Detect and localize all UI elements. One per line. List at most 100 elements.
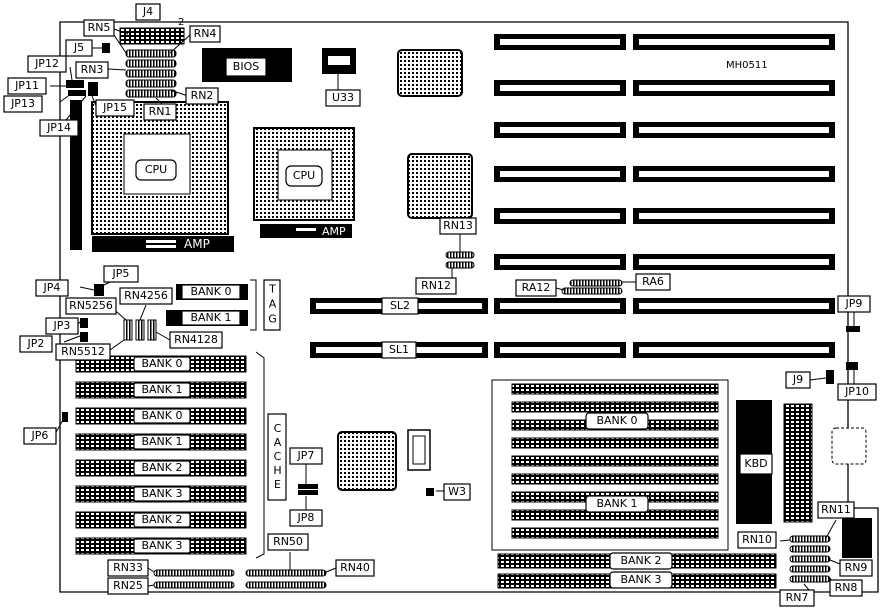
label-bios: BIOS bbox=[225, 57, 267, 77]
svg-text:KBD: KBD bbox=[744, 457, 767, 470]
svg-text:SL1: SL1 bbox=[389, 343, 409, 356]
svg-text:JP9: JP9 bbox=[845, 297, 863, 310]
svg-text:BANK 0: BANK 0 bbox=[596, 414, 637, 427]
qfp-chip-lower bbox=[337, 431, 397, 491]
svg-text:RN25: RN25 bbox=[113, 579, 143, 592]
svg-text:RN10: RN10 bbox=[742, 533, 772, 546]
svg-text:W3: W3 bbox=[448, 485, 466, 498]
svg-text:RN4: RN4 bbox=[194, 27, 217, 40]
svg-text:U33: U33 bbox=[332, 91, 354, 104]
svg-text:BANK 2: BANK 2 bbox=[141, 513, 182, 526]
svg-text:BANK 1: BANK 1 bbox=[141, 435, 182, 448]
qfp-chip-mid bbox=[407, 153, 473, 219]
label-rn3: RN3 bbox=[75, 61, 109, 79]
svg-text:JP2: JP2 bbox=[27, 337, 45, 350]
u33-module bbox=[322, 48, 356, 74]
label-jp8: JP8 bbox=[289, 509, 323, 527]
label-amp-1: AMP bbox=[184, 237, 210, 251]
label-jp7: JP7 bbox=[289, 447, 323, 465]
label-rn8: RN8 bbox=[829, 579, 863, 597]
svg-text:JP12: JP12 bbox=[34, 57, 59, 70]
label-jp6: JP6 bbox=[23, 427, 57, 445]
label-cache-bank0a: BANK 0 bbox=[133, 356, 191, 372]
svg-text:RN40: RN40 bbox=[340, 561, 370, 574]
label-rn1: RN1 bbox=[143, 103, 177, 121]
jumper-blocks-mid-left bbox=[62, 284, 157, 422]
label-rn5512: RN5512 bbox=[55, 343, 111, 361]
board-id: MH0511 bbox=[726, 60, 768, 71]
label-cpu-2: CPU bbox=[285, 165, 323, 187]
svg-text:RN1: RN1 bbox=[149, 105, 172, 118]
qfp-chip-top bbox=[397, 49, 463, 97]
rn13-rn12-packs bbox=[445, 251, 475, 269]
label-rn7: RN7 bbox=[779, 589, 815, 607]
label-cache-bank2b: BANK 2 bbox=[133, 512, 191, 528]
svg-text:BANK 3: BANK 3 bbox=[141, 539, 182, 552]
expansion-slots bbox=[310, 34, 835, 358]
label-jp5: JP5 bbox=[103, 265, 139, 283]
svg-text:RN13: RN13 bbox=[443, 219, 473, 232]
svg-text:JP7: JP7 bbox=[297, 449, 315, 462]
svg-text:BANK 0: BANK 0 bbox=[190, 285, 231, 298]
label-jp3: JP3 bbox=[45, 317, 79, 335]
jumper-blocks-right bbox=[826, 326, 860, 384]
svg-text:RN12: RN12 bbox=[421, 279, 451, 292]
svg-text:RN5512: RN5512 bbox=[61, 345, 105, 358]
svg-text:JP4: JP4 bbox=[43, 281, 61, 294]
svg-text:RN9: RN9 bbox=[845, 561, 868, 574]
label-rn4128: RN4128 bbox=[169, 331, 223, 349]
label-jp15: JP15 bbox=[95, 99, 135, 117]
label-jp4: JP4 bbox=[35, 279, 69, 297]
svg-text:BIOS: BIOS bbox=[233, 60, 259, 73]
label-jp12: JP12 bbox=[27, 55, 67, 73]
oscillator bbox=[407, 429, 431, 471]
label-kbd: KBD bbox=[739, 453, 773, 475]
label-cache: CACHE bbox=[267, 413, 287, 501]
label-amp-2: AMP bbox=[322, 225, 346, 238]
label-sl2: SL2 bbox=[381, 297, 419, 315]
svg-text:BANK 2: BANK 2 bbox=[141, 461, 182, 474]
label-j9: J9 bbox=[785, 371, 811, 389]
j4-pin-number: 2 bbox=[178, 17, 184, 28]
label-rn40: RN40 bbox=[335, 559, 375, 577]
svg-text:JP5: JP5 bbox=[112, 267, 130, 280]
svg-text:RN8: RN8 bbox=[835, 581, 858, 594]
svg-text:BANK 0: BANK 0 bbox=[141, 409, 182, 422]
svg-text:RN11: RN11 bbox=[821, 503, 851, 516]
label-jp2: JP2 bbox=[19, 335, 53, 353]
svg-text:J5: J5 bbox=[73, 41, 84, 54]
svg-text:CACHE: CACHE bbox=[271, 422, 284, 492]
svg-text:BANK 1: BANK 1 bbox=[596, 497, 637, 510]
label-tag-bank0: BANK 0 bbox=[181, 284, 241, 300]
label-ra6: RA6 bbox=[635, 273, 671, 291]
label-rn50: RN50 bbox=[267, 533, 309, 551]
label-rn33: RN33 bbox=[107, 559, 149, 577]
j4-connector bbox=[119, 27, 185, 45]
svg-text:TAG: TAG bbox=[266, 283, 279, 328]
kbd-connector-strip bbox=[783, 403, 813, 523]
svg-text:RN7: RN7 bbox=[786, 591, 809, 604]
label-rn2: RN2 bbox=[185, 87, 219, 105]
svg-text:RN3: RN3 bbox=[81, 63, 104, 76]
resistor-packs-top bbox=[125, 49, 177, 98]
svg-text:JP14: JP14 bbox=[46, 121, 71, 134]
svg-text:J4: J4 bbox=[142, 5, 153, 18]
svg-text:SL2: SL2 bbox=[390, 299, 410, 312]
svg-text:JP8: JP8 bbox=[297, 511, 315, 524]
label-simm-bank3: BANK 3 bbox=[609, 571, 673, 589]
label-rn4: RN4 bbox=[189, 25, 221, 43]
label-rn11: RN11 bbox=[817, 501, 855, 519]
label-jp14: JP14 bbox=[39, 119, 79, 137]
svg-text:BANK 0: BANK 0 bbox=[141, 357, 182, 370]
resistor-packs-right bbox=[789, 535, 831, 583]
simm-sockets bbox=[497, 383, 777, 589]
svg-text:BANK 1: BANK 1 bbox=[141, 383, 182, 396]
svg-text:J9: J9 bbox=[792, 373, 803, 386]
label-jp9: JP9 bbox=[837, 295, 871, 313]
power-connector bbox=[842, 518, 872, 558]
svg-text:RN50: RN50 bbox=[273, 535, 303, 548]
svg-text:BANK 3: BANK 3 bbox=[620, 573, 661, 586]
svg-text:CPU: CPU bbox=[293, 169, 315, 182]
label-simm-bank0: BANK 0 bbox=[585, 412, 649, 430]
